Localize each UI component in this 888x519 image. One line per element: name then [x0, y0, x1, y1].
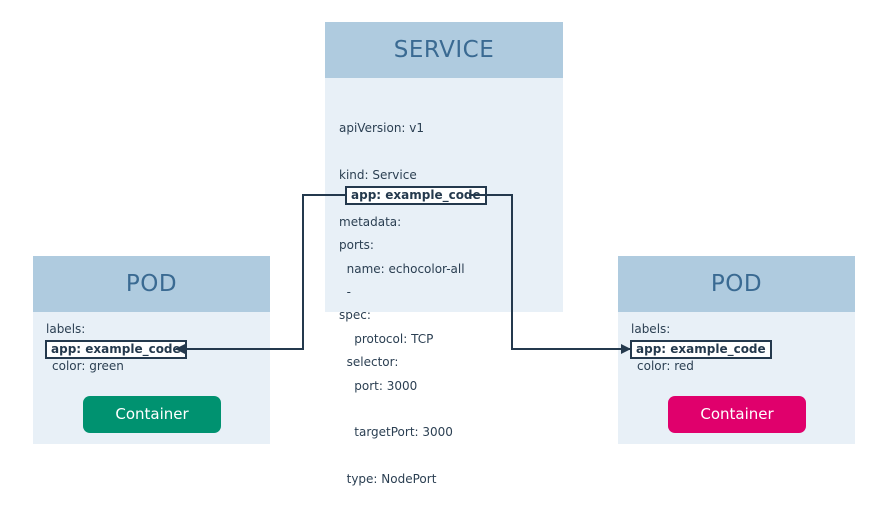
- pod-labels-heading: labels:: [631, 322, 671, 336]
- connector-to-left-pod: [175, 194, 345, 354]
- yaml-line: ports:: [339, 238, 374, 253]
- yaml-line: metadata:: [339, 214, 402, 229]
- container-button-green[interactable]: Container: [83, 396, 221, 433]
- connector-to-right-pod: [469, 194, 631, 354]
- service-box: SERVICE apiVersion: v1 kind: Service met…: [325, 22, 563, 486]
- service-selector-highlight: app: example_code: [345, 186, 487, 205]
- yaml-line: targetPort: 3000: [339, 425, 453, 440]
- yaml-line: port: 3000: [339, 378, 418, 393]
- pod-color-label: color: green: [52, 359, 124, 373]
- pod-selector-highlight: app: example_code: [45, 340, 187, 359]
- service-yaml-top: apiVersion: v1 kind: Service metadata: n…: [339, 90, 465, 402]
- yaml-line: -: [339, 284, 351, 299]
- yaml-line: apiVersion: v1: [339, 121, 425, 136]
- pod-labels-heading: labels:: [46, 322, 86, 336]
- yaml-line: name: echocolor-all: [339, 261, 465, 276]
- container-button-red[interactable]: Container: [668, 396, 806, 433]
- service-title: SERVICE: [325, 22, 563, 78]
- pod-title: POD: [33, 256, 270, 312]
- yaml-line: kind: Service: [339, 167, 417, 182]
- pod-title: POD: [618, 256, 855, 312]
- yaml-line: selector:: [339, 355, 399, 370]
- yaml-line: spec:: [339, 308, 371, 323]
- pod-box-red: POD labels: app: example_code color: red…: [618, 256, 855, 444]
- pod-color-label: color: red: [637, 359, 694, 373]
- selector-connectors: [175, 194, 631, 354]
- yaml-line: type: NodePort: [339, 472, 437, 487]
- pod-selector-highlight: app: example_code: [630, 340, 772, 359]
- yaml-line: protocol: TCP: [339, 331, 434, 346]
